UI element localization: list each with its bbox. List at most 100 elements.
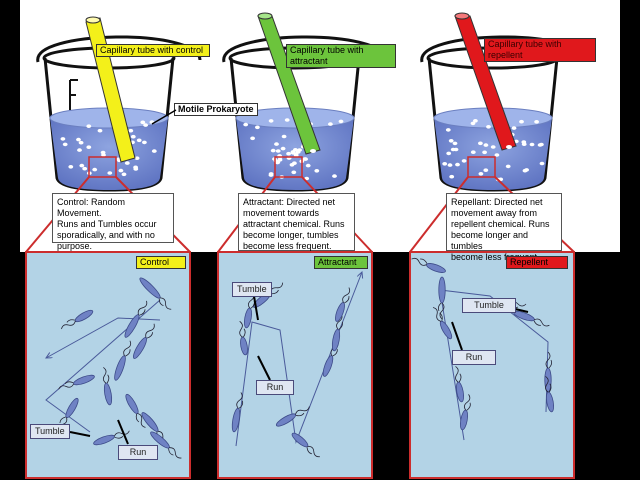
bacterium-rod (455, 366, 464, 403)
bacterium-dot (511, 126, 517, 130)
bacterium-rod (61, 309, 94, 330)
bacterium-rod (432, 307, 453, 340)
bacterium-dot (314, 169, 320, 173)
bacterium-rod (322, 340, 339, 377)
zoom-panel-repellent (409, 251, 575, 479)
bacterium-dot (290, 151, 296, 155)
bacterium-dot (78, 140, 84, 145)
capillary-tube-repellent (454, 12, 517, 151)
bacterium-dot (86, 145, 92, 149)
bacterium-rod (114, 340, 132, 381)
bacterium-dot (483, 143, 489, 147)
bacterium-dot (446, 151, 452, 156)
bacterium-dot (60, 137, 66, 141)
bacterium-dot (505, 164, 511, 169)
bacterium-dot (62, 142, 68, 147)
bacterium-dot (133, 167, 139, 171)
bacterium-dot (92, 167, 98, 172)
bacterium-rod (132, 323, 155, 359)
description-control: Control: Random Movement. Runs and Tumbl… (52, 193, 174, 251)
description-repellent: Repellant: Directed net movement away fr… (446, 193, 562, 262)
bacterium-dot (79, 163, 85, 168)
bacterium-dot (134, 156, 140, 160)
tube-label-control: Capillary tube with control (96, 44, 210, 57)
bacterium-dot (286, 151, 291, 156)
bacterium-dot (305, 163, 311, 168)
bacterium-dot (529, 142, 535, 147)
bacterium-dot (539, 142, 544, 147)
bacterium-rod (331, 313, 343, 352)
motile-prokaryote-label: Motile Prokaryote (174, 103, 258, 116)
bacterium-dot (77, 148, 82, 152)
bacterium-dot (291, 170, 297, 175)
bacterium-rod (545, 376, 554, 413)
motile-pointer (151, 109, 177, 125)
bacterium-dot (118, 168, 124, 173)
run-label-control: Run (118, 445, 158, 460)
bacterium-dot (107, 171, 113, 175)
trajectory-lines (46, 272, 549, 447)
zoom-square-attractant (274, 156, 303, 178)
capillary-tube-attractant (257, 12, 321, 155)
bacterium-rod (291, 432, 320, 458)
bacterium-dot (473, 119, 478, 123)
bacterium-dot (486, 125, 491, 129)
bacterium-rod (244, 292, 255, 329)
bacterium-dot (455, 162, 460, 167)
bacterium-dot (281, 134, 287, 139)
bacterium-rod (150, 431, 182, 459)
beaker-control (36, 35, 202, 192)
bacterium-dot (97, 128, 103, 133)
bacterium-dot (86, 124, 92, 128)
bacterium-dot (255, 125, 260, 130)
description-attractant: Attractant: Directed net movement toward… (238, 193, 355, 251)
bacterium-dot (280, 146, 286, 151)
bacterium-dot (494, 153, 500, 157)
bacterium-rod (437, 276, 446, 320)
bacterium-rod (460, 394, 471, 431)
bacterium-dot (490, 145, 496, 149)
bacterium-dot (284, 118, 290, 122)
bacterium-dot (151, 149, 157, 153)
bacterium-rod (335, 287, 351, 322)
zoom-tag-control: Control (136, 256, 186, 269)
bacterium-dot (121, 172, 127, 177)
bacterium-dot (328, 122, 333, 126)
tumble-label-repellent: Tumble (462, 298, 516, 313)
bacterium-dot (452, 141, 458, 146)
bacterium-dot (534, 120, 539, 124)
bacterium-dot (275, 160, 281, 165)
bacterium-dot (270, 148, 276, 153)
bacterium-dot (140, 120, 146, 125)
bacterium-dot (448, 139, 454, 143)
bacterium-dot (292, 161, 297, 165)
bacterium-dot (461, 159, 467, 163)
bacterium-dot (539, 161, 545, 166)
bacterium-dot (450, 147, 456, 152)
zoom-square-control (88, 156, 117, 178)
zoom-tag-repellent: Repellent (506, 256, 568, 269)
bacterium-dot (274, 142, 279, 146)
bacterium-dot (268, 173, 274, 177)
bacterium-dot (250, 136, 256, 141)
bacterium-dot (519, 119, 524, 124)
bacterium-dot (124, 161, 130, 165)
bacterium-dot (338, 119, 344, 124)
bacterium-dot (442, 162, 448, 166)
bacterium-rod (125, 393, 146, 428)
bacterium-dot (478, 172, 484, 176)
bacterium-dot (483, 168, 489, 172)
bacterium-dot (470, 121, 476, 126)
run-label-repellent: Run (452, 350, 496, 365)
bacterium-dot (522, 168, 528, 173)
tube-label-attractant: Capillary tube with attractant (286, 44, 396, 68)
bacterium-dot (82, 166, 88, 171)
bacterium-dot (100, 150, 106, 155)
tumble-label-attractant: Tumble (232, 282, 272, 297)
tube-label-repellent: Capillary tube with repellent (484, 38, 596, 62)
bacterium-dot (275, 149, 281, 153)
bacterium-dot (447, 163, 453, 167)
zoom-tag-attractant: Attractant (314, 256, 368, 269)
bacterium-dot (332, 174, 337, 178)
bacterium-dot (482, 150, 487, 155)
